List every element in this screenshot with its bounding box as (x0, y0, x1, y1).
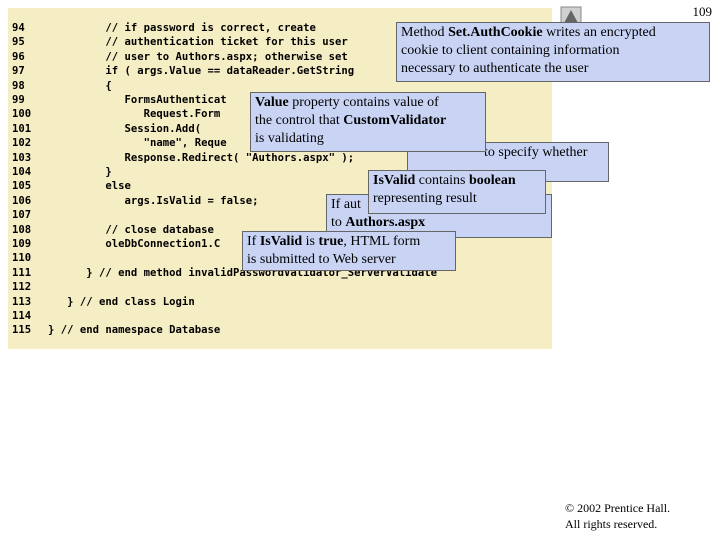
code-text: if ( args.Value == dataReader.GetString (48, 65, 355, 78)
callout-setauthcookie-post: writes an encrypted (542, 25, 656, 40)
line-number: 94 (12, 22, 25, 34)
callout-setauthcookie-line2: cookie to client containing information (401, 43, 620, 58)
code-text: // authentication ticket for this user (48, 36, 348, 49)
line-number: 100 (12, 108, 32, 121)
code-line: 107 (8, 208, 552, 222)
code-line: 114 (8, 309, 552, 323)
code-text: } (48, 166, 112, 178)
callout-isvalid-true-line2: is submitted to Web server (247, 252, 396, 267)
callout-isvalid-true-post: , HTML form (343, 234, 421, 249)
code-line: 100 Request.Form (8, 107, 552, 121)
line-number: 113 (12, 295, 32, 308)
code-text: // close database (48, 223, 214, 236)
callout-authors-line1: If aut (331, 197, 361, 212)
line-number: 97 (12, 65, 25, 78)
callout-setauthcookie-line3: necessary to authenticate the user (401, 61, 589, 76)
code-line: 98 { (8, 79, 552, 93)
code-text: args.IsValid = false; (48, 194, 259, 207)
code-text: // if password is correct, create (48, 22, 316, 34)
page-number: 109 (692, 4, 713, 19)
line-number: 107 (12, 209, 32, 222)
code-text: // user to Authors.aspx; otherwise set (48, 50, 348, 63)
code-text: Session.Add( (48, 122, 202, 135)
line-number: 96 (12, 50, 25, 63)
line-number: 102 (12, 137, 32, 150)
code-line: 102 "name", Reque (8, 136, 552, 150)
code-line: 99 FormsAuthenticat (8, 93, 552, 107)
code-line: 97 if ( args.Value == dataReader.GetStri… (8, 64, 552, 78)
callout-authors-page: Authors.aspx (345, 215, 426, 230)
code-text: } // end class Login (48, 295, 195, 308)
code-text: Request.Form (48, 108, 221, 121)
callout-value-property-line3: is validating (255, 131, 324, 146)
callout-value-property-post: property contains value of (288, 95, 439, 110)
code-text: else (48, 180, 131, 193)
code-line: 105 else (8, 179, 552, 193)
line-number: 99 (12, 94, 25, 106)
code-text: } // end namespace Database (48, 324, 221, 337)
code-line: 109 oleDbConnection1.C (8, 237, 552, 251)
copyright-line2: All rights reserved. (565, 517, 658, 531)
code-line: 108 // close database (8, 223, 552, 237)
code-line: 96 // user to Authors.aspx; otherwise se… (8, 50, 552, 64)
code-line: 94 // if password is correct, create (8, 21, 552, 35)
line-number: 108 (12, 223, 32, 236)
callout-authors-line2-pre: to (331, 215, 346, 230)
line-number: 109 (12, 238, 32, 250)
callout-isvalid-type: boolean (468, 173, 516, 188)
code-line: 103 Response.Redirect( "Authors.aspx" ); (8, 151, 552, 165)
callout-isvalid-true: If IsValid is true, HTML form is submitt… (242, 231, 456, 271)
line-number: 105 (12, 180, 32, 193)
callout-isvalid-name: IsValid (373, 173, 416, 188)
copyright-notice: © 2002 Prentice Hall. All rights reserve… (565, 500, 670, 532)
code-line: 110 (8, 251, 552, 265)
callout-specify-whether-text: to specify whether (484, 145, 588, 160)
callout-value-property-name: Value (255, 95, 289, 110)
code-line: 95 // authentication ticket for this use… (8, 35, 552, 49)
line-number: 110 (12, 252, 32, 265)
code-line: 106 args.IsValid = false; (8, 194, 552, 208)
callout-isvalid-true-pre: If (247, 234, 260, 249)
callout-isvalid-contains: IsValid contains boolean representing re… (368, 170, 546, 214)
code-text: { (48, 79, 112, 92)
code-text: "name", Reque (48, 137, 227, 150)
callout-isvalid-mid: contains (415, 173, 469, 188)
callout-value-property-line2-pre: the control that (255, 113, 344, 128)
line-number: 95 (12, 36, 25, 49)
callout-isvalid-true-value: true (318, 234, 344, 249)
code-text: oleDbConnection1.C (48, 238, 221, 250)
line-number: 101 (12, 122, 32, 135)
line-number: 112 (12, 281, 32, 294)
line-number: 115 (12, 324, 32, 337)
line-number: 98 (12, 79, 25, 92)
line-number: 104 (12, 166, 32, 178)
code-line: 104 } (8, 165, 552, 179)
line-number: 106 (12, 194, 32, 207)
callout-setauthcookie-method: Set.AuthCookie (448, 25, 543, 40)
callout-isvalid-true-name: IsValid (259, 234, 303, 249)
line-number: 103 (12, 151, 32, 164)
callout-isvalid-line2: representing result (373, 191, 477, 206)
code-line: 115 } // end namespace Database (8, 323, 552, 337)
code-line: 113 } // end class Login (8, 295, 552, 309)
copyright-line1: © 2002 Prentice Hall. (565, 501, 671, 515)
code-line: 101 Session.Add( (8, 122, 552, 136)
line-number: 114 (12, 310, 32, 322)
line-number: 111 (12, 266, 32, 279)
callout-isvalid-true-mid: is (302, 234, 319, 249)
callout-setauthcookie: Method Set.AuthCookie writes an encrypte… (396, 22, 710, 82)
code-line: 112 (8, 280, 552, 294)
code-text: FormsAuthenticat (48, 94, 227, 106)
code-text: Response.Redirect( "Authors.aspx" ); (48, 151, 355, 164)
callout-value-property: Value property contains value of the con… (250, 92, 486, 152)
callout-setauthcookie-pre: Method (401, 25, 449, 40)
callout-value-property-validator: CustomValidator (343, 113, 447, 128)
